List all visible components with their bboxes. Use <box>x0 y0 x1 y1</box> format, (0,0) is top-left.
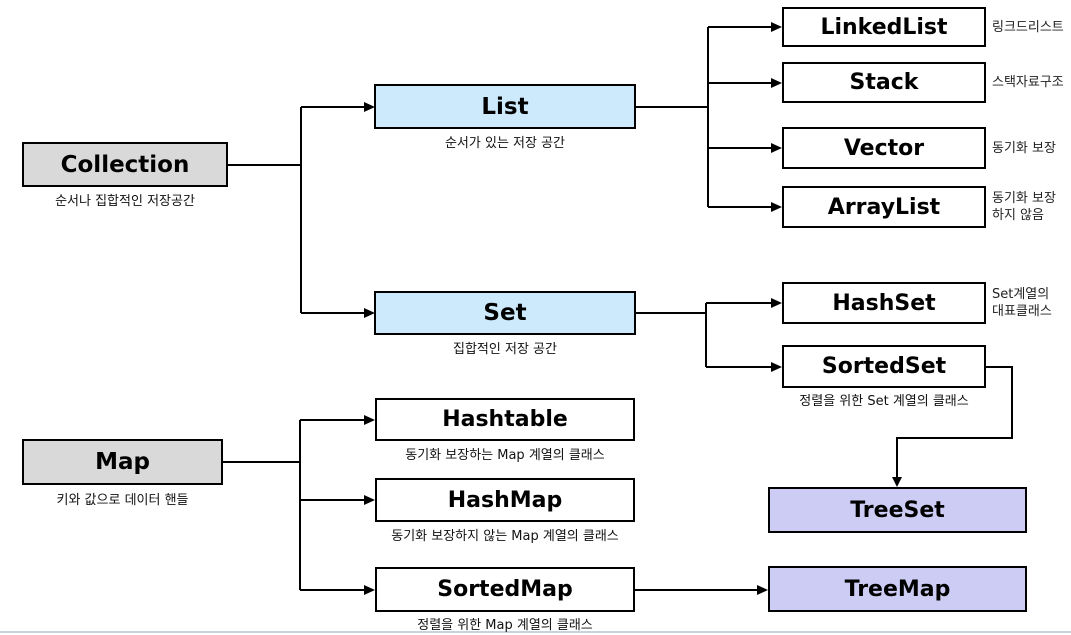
node-map-label: Map <box>95 449 150 475</box>
node-collection-caption: 순서나 집합적인 저장공간 <box>55 194 195 209</box>
node-hashtable: Hashtable <box>375 398 635 441</box>
connector-list-trunk <box>636 26 773 208</box>
node-hashset-label: HashSet <box>832 290 936 316</box>
arrowheads <box>364 22 902 595</box>
node-set: Set <box>374 291 636 335</box>
node-treeset-label: TreeSet <box>850 497 945 523</box>
node-vector: Vector <box>782 127 986 169</box>
node-collection-label: Collection <box>60 151 190 178</box>
node-map-caption: 키와 값으로 데이터 핸들 <box>56 493 189 508</box>
connector-set-trunk <box>636 302 773 368</box>
node-vector-note: 동기화 보장 <box>992 140 1056 156</box>
node-hashset: HashSet <box>782 282 986 324</box>
connector-sortedset-treeset <box>896 366 1013 478</box>
node-treeset: TreeSet <box>768 487 1027 533</box>
node-sortedmap-caption: 정렬을 위한 Map 계열의 클래스 <box>417 618 593 633</box>
bottom-divider <box>0 631 1071 633</box>
node-map: Map <box>22 439 223 485</box>
node-hashmap-caption: 동기화 보장하지 않는 Map 계열의 클래스 <box>391 529 619 544</box>
node-list: List <box>374 84 636 129</box>
node-hashtable-label: Hashtable <box>442 407 568 432</box>
connector-collection-trunk <box>228 106 366 314</box>
node-stack: Stack <box>782 62 986 103</box>
node-treemap: TreeMap <box>768 566 1027 612</box>
node-sortedset: SortedSet <box>782 345 986 388</box>
node-set-caption: 집합적인 저장 공간 <box>453 342 557 357</box>
node-arraylist: ArrayList <box>782 186 986 228</box>
node-vector-label: Vector <box>843 135 925 161</box>
node-arraylist-label: ArrayList <box>827 194 941 220</box>
node-list-caption: 순서가 있는 저장 공간 <box>444 136 566 151</box>
node-treemap-label: TreeMap <box>844 576 951 602</box>
node-linkedlist-note: 링크드리스트 <box>992 19 1064 35</box>
connector-map-trunk <box>223 419 366 591</box>
node-hashmap: HashMap <box>375 478 635 522</box>
node-linkedlist: LinkedList <box>782 7 986 47</box>
node-stack-note: 스택자료구조 <box>992 75 1064 90</box>
node-hashmap-label: HashMap <box>447 487 563 513</box>
node-sortedmap-label: SortedMap <box>437 577 573 602</box>
node-hashset-note: Set계열의 대표클래스 <box>992 287 1052 319</box>
node-set-label: Set <box>483 300 527 326</box>
node-sortedmap: SortedMap <box>375 567 635 612</box>
node-linkedlist-label: LinkedList <box>820 14 948 40</box>
node-sortedset-label: SortedSet <box>821 354 947 379</box>
node-hashtable-caption: 동기화 보장하는 Map 계열의 클래스 <box>405 448 605 463</box>
node-collection: Collection <box>22 142 228 187</box>
node-sortedset-caption: 정렬을 위한 Set 계열의 클래스 <box>799 394 969 409</box>
node-list-label: List <box>481 93 529 120</box>
node-stack-label: Stack <box>849 70 919 95</box>
node-arraylist-note: 동기화 보장 하지 않음 <box>992 191 1056 223</box>
